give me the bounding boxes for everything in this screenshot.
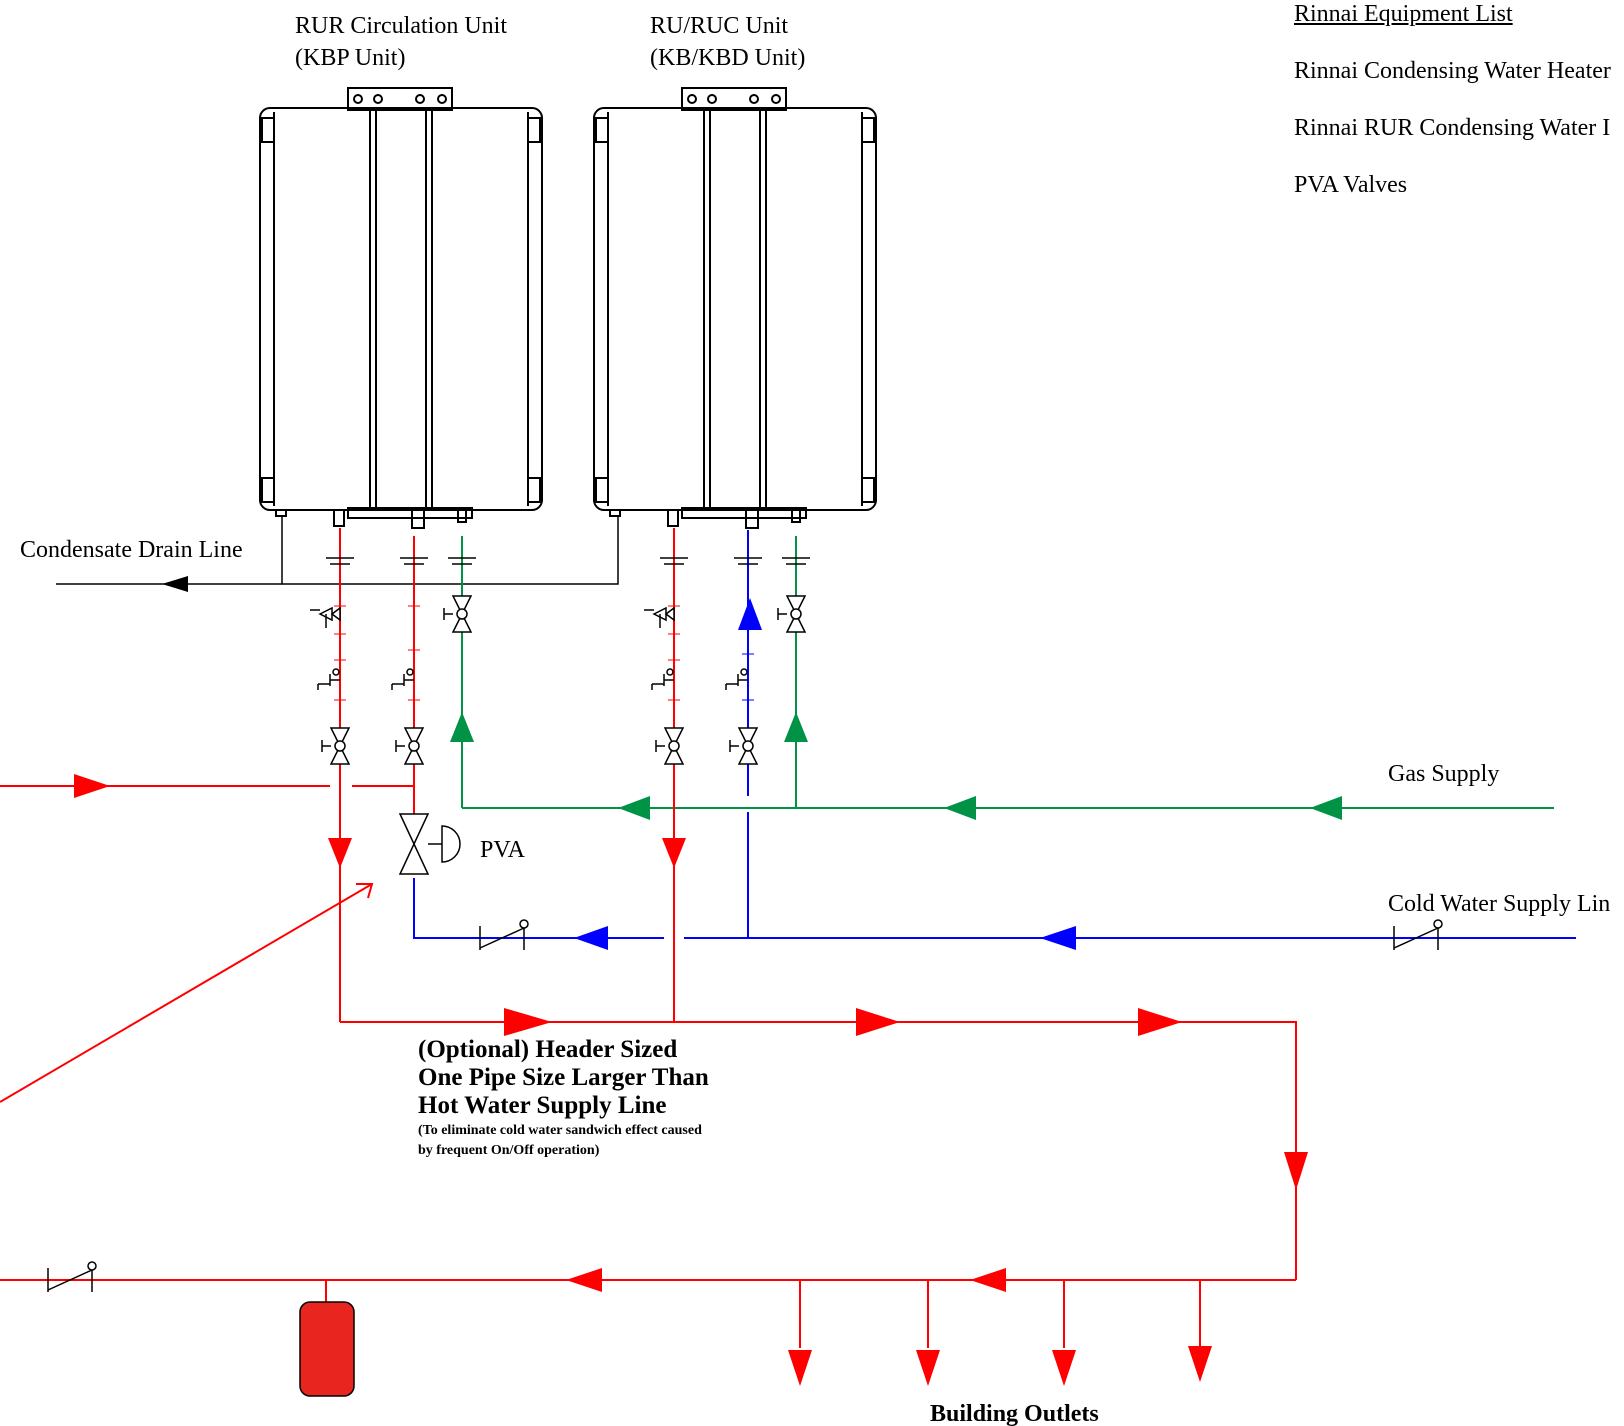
right-unit-title-line2: (KB/KBD Unit) xyxy=(650,45,806,71)
pipe-ticks xyxy=(334,605,680,701)
pipe-unions xyxy=(326,557,810,565)
cold-water-supply-line xyxy=(413,530,1576,939)
header-note-line3: Hot Water Supply Line xyxy=(418,1092,667,1119)
header-note-line1: (Optional) Header Sized xyxy=(418,1036,678,1063)
pva-valve xyxy=(398,813,461,875)
equipment-list-heading: Rinnai Equipment List xyxy=(1294,1,1513,27)
header-note-small1: (To eliminate cold water sandwich effect… xyxy=(418,1123,702,1138)
drain-valves xyxy=(317,668,748,690)
cold-pipe-ticks xyxy=(742,653,754,701)
header-note-small2: by frequent On/Off operation) xyxy=(418,1143,600,1158)
condensate-drain-line xyxy=(56,516,619,592)
expansion-tank xyxy=(299,1301,355,1397)
equipment-item-2: Rinnai RUR Condensing Water I xyxy=(1294,115,1611,141)
isolation-valves xyxy=(321,595,807,765)
check-valves xyxy=(47,919,1443,1292)
gas-supply-label: Gas Supply xyxy=(1388,761,1500,787)
heater-unit-right xyxy=(593,87,877,529)
equipment-item-1: Rinnai Condensing Water Heater xyxy=(1294,58,1611,84)
left-unit-title-line1: RUR Circulation Unit xyxy=(295,13,507,39)
building-outlets-label: Building Outlets xyxy=(930,1401,1099,1426)
gas-flow-arrows xyxy=(450,712,1342,820)
relief-valves xyxy=(310,606,675,628)
heater-unit-left xyxy=(259,87,543,529)
right-unit-title-line1: RU/RUC Unit xyxy=(650,13,789,39)
condensate-drain-label: Condensate Drain Line xyxy=(20,537,243,563)
cold-water-label: Cold Water Supply Lin xyxy=(1388,891,1611,917)
left-unit-title-line2: (KBP Unit) xyxy=(295,45,406,71)
cold-flow-arrows xyxy=(574,598,1076,950)
header-note-line2: One Pipe Size Larger Than xyxy=(418,1064,709,1091)
pva-label: PVA xyxy=(480,837,525,863)
equipment-item-3: PVA Valves xyxy=(1294,172,1408,198)
hot-flow-arrows xyxy=(74,774,1308,1386)
